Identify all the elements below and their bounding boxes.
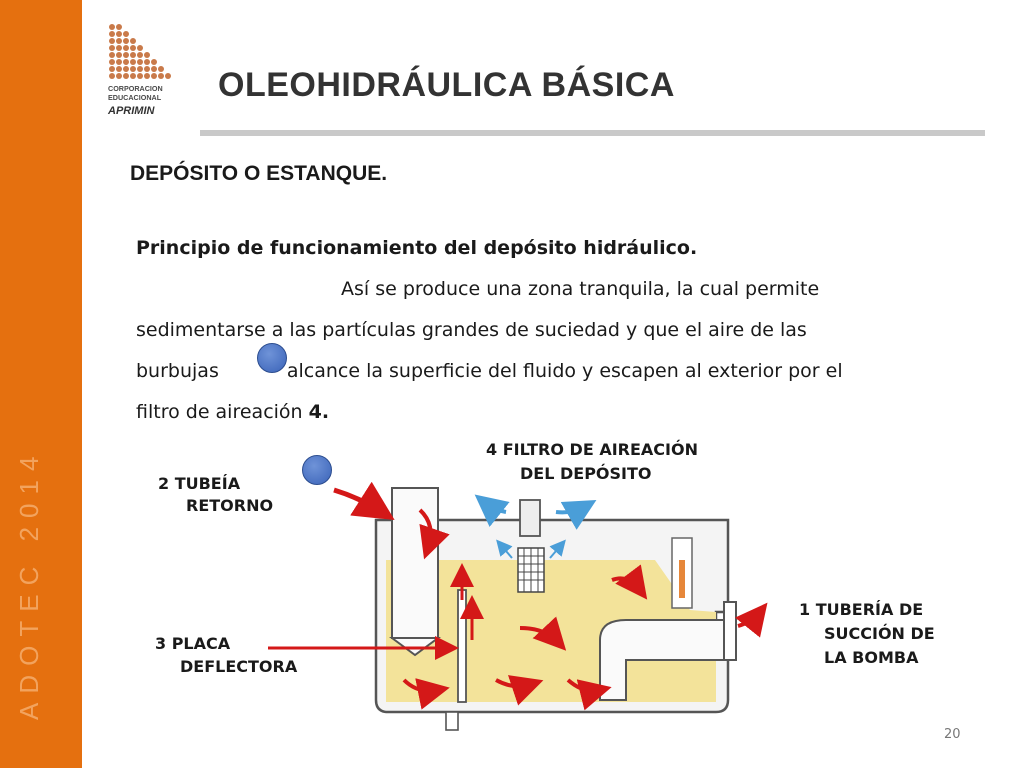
baffle-plate [457,589,467,703]
body-line-4: filtro de aireación 4. [136,392,996,433]
body-line-2: sedimentarse a las partículas grandes de… [136,319,807,341]
label-air-filter-line2: DEL DEPÓSITO [520,464,652,483]
label-return-line2: RETORNO [186,496,274,515]
logo-line2: EDUCACIONAL [108,93,162,102]
label-air-filter-line1: 4 FILTRO DE AIREACIÓN [486,440,698,459]
logo-line1: CORPORACION [108,84,163,93]
sidebar-vertical-text: ADOTEC 2014 [8,448,46,725]
bubble-icon-diagram [302,455,332,485]
body-heading: Principio de funcionamiento del depósito… [136,237,698,259]
label-suction-line2: SUCCIÓN DE [824,624,935,643]
suction-pipe [599,619,725,701]
body-line-3b: alcance la superficie del fluido y escap… [286,360,843,382]
return-pipe [391,487,439,639]
label-return-line1: 2 TUBEÍA [158,474,241,493]
logo-line3: APRIMIN [107,105,156,117]
aprimin-logo: CORPORACION EDUCACIONAL APRIMIN [106,22,176,120]
body-line-4b: 4. [308,401,330,423]
section-subtitle: DEPÓSITO O ESTANQUE. [130,162,388,185]
label-baffle-line1: 3 PLACA [155,634,231,653]
label-suction-line3: LA BOMBA [824,648,919,667]
body-line-4a: filtro de aireación [136,401,309,423]
body-line-1-text: Así se produce una zona tranquila, la cu… [341,278,820,300]
body-paragraph: Principio de funcionamiento del depósito… [136,228,996,433]
air-filter-cap [519,499,541,537]
air-exit-arrow-left [474,494,510,527]
sidebar-band: ADOTEC 2014 [0,0,82,768]
page-title: OLEOHIDRÁULICA BÁSICA [218,66,675,104]
return-flow-arrow [333,481,395,521]
label-baffle-line2: DEFLECTORA [180,657,298,676]
body-line-1: Así se produce una zona tranquila, la cu… [136,269,996,310]
page-number: 20 [944,727,961,742]
sidebar-year-text: ADOTEC 2014 [14,448,44,720]
label-suction-line1: 1 TUBERÍA DE [799,600,924,619]
air-exit-arrow-right [555,500,597,530]
body-line-3a: burbujas [136,360,219,382]
body-line-3: burbujas alcance la superficie del fluido… [136,351,996,392]
bubble-icon-inline [257,343,287,373]
title-divider [200,130,985,136]
